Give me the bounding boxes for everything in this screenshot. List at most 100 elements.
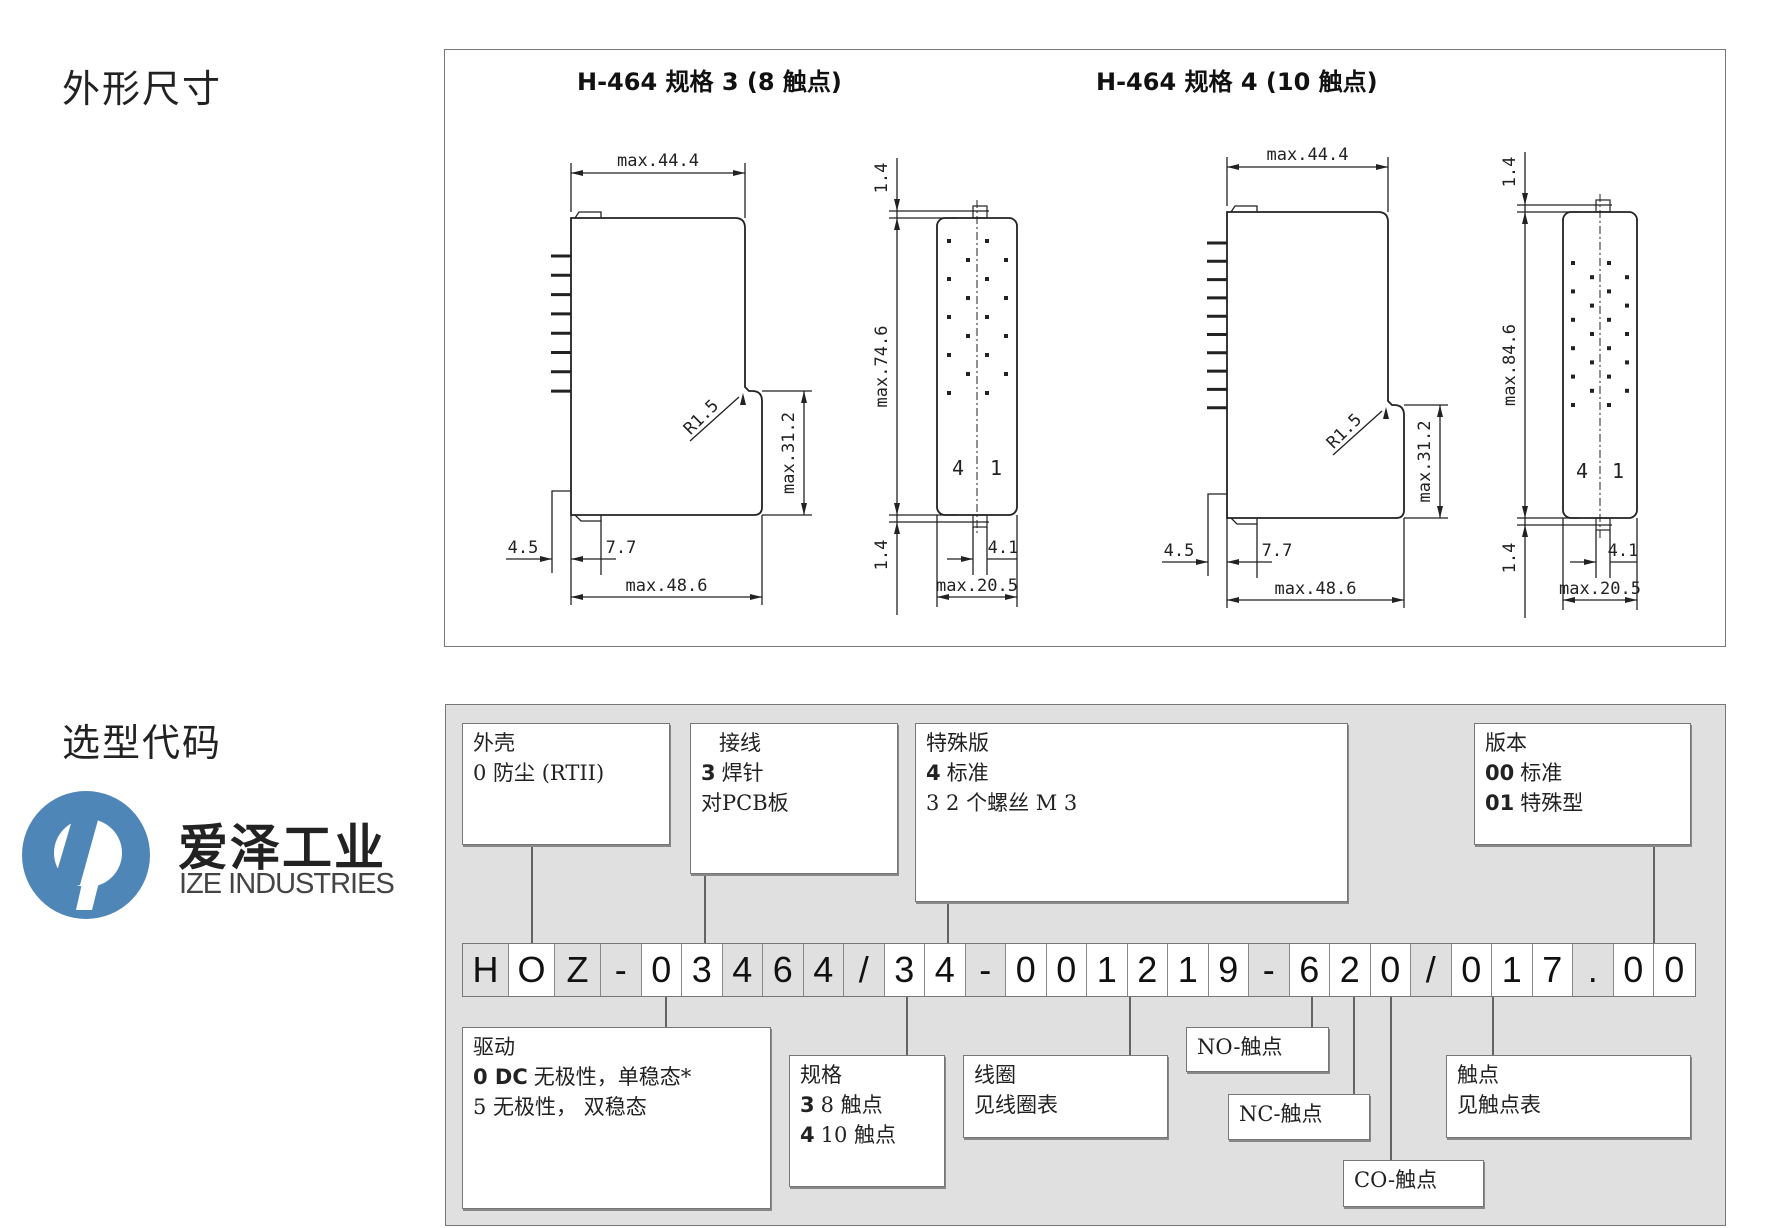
box-option: 对PCB板 bbox=[701, 788, 887, 818]
box-title: CO-触点 bbox=[1354, 1168, 1438, 1192]
arrowhead bbox=[1196, 559, 1208, 565]
dim-flange-top: 1.4 bbox=[872, 163, 892, 194]
bottom-tab bbox=[574, 514, 602, 522]
option-text: 0 防尘 (RTII) bbox=[473, 761, 605, 785]
arrowhead bbox=[1522, 212, 1528, 224]
option-text: 3 2 个螺丝 M 3 bbox=[926, 791, 1078, 815]
arrowhead bbox=[1005, 594, 1017, 600]
contact-pin-dot bbox=[1625, 275, 1629, 280]
arrowhead bbox=[1563, 597, 1575, 603]
code-char-cell: 0 bbox=[1451, 944, 1492, 996]
contact-pin-dot bbox=[1590, 303, 1594, 308]
contact-pin-dot bbox=[1590, 332, 1594, 336]
contact-pin-dot bbox=[985, 315, 989, 319]
option-text: 对PCB板 bbox=[701, 791, 789, 815]
contact-pin-dot bbox=[947, 315, 951, 319]
contact-pin-dot bbox=[966, 258, 970, 262]
dim-pin-side: 4.1 bbox=[1608, 541, 1639, 561]
dimensions-section-title: 外形尺寸 bbox=[62, 67, 223, 111]
dim-tab: 7.7 bbox=[606, 538, 637, 558]
contact-pin-dot bbox=[985, 277, 989, 281]
top-tab bbox=[574, 211, 602, 219]
dim-height: max.74.6 bbox=[872, 326, 892, 408]
contact-pin-dot bbox=[1625, 388, 1629, 393]
option-code: 0 DC bbox=[473, 1065, 528, 1089]
code-char-cell: 3 bbox=[682, 944, 723, 996]
contact-pin-dot bbox=[947, 391, 951, 395]
code-char-cell: - bbox=[1249, 944, 1290, 996]
code-char-cell: O bbox=[509, 944, 555, 996]
contact-pin-dot bbox=[947, 353, 951, 357]
arrowhead bbox=[1625, 597, 1637, 603]
code-char-cell: / bbox=[844, 944, 885, 996]
dim-width-bottom: max.48.6 bbox=[1275, 579, 1357, 599]
dim-height-notch: max.31.2 bbox=[1415, 421, 1435, 503]
top-tab bbox=[1230, 205, 1258, 213]
dim-width-top: max.44.4 bbox=[1267, 145, 1349, 165]
box-title: 驱动 bbox=[473, 1035, 515, 1059]
arrowhead bbox=[1383, 407, 1389, 419]
arrowhead bbox=[1392, 597, 1404, 603]
dim-flange-bottom: 1.4 bbox=[1500, 543, 1520, 574]
code-char-cell: 0 bbox=[1006, 944, 1047, 996]
dim-pin-offset: 4.5 bbox=[508, 538, 539, 558]
contact-pin-dot bbox=[1004, 296, 1008, 300]
code-box-coil: 线圈见线圈表 bbox=[963, 1055, 1168, 1138]
box-option: 5 无极性， 双稳态 bbox=[473, 1092, 760, 1122]
contact-pin-dot bbox=[966, 296, 970, 300]
side-tab bbox=[1595, 199, 1611, 213]
code-char-cell: 2 bbox=[1330, 944, 1371, 996]
box-title: 版本 bbox=[1485, 731, 1527, 755]
box-option: 见线圈表 bbox=[974, 1090, 1157, 1120]
contact-pin-dot bbox=[1571, 403, 1575, 407]
contact-pin-dot bbox=[966, 372, 970, 376]
arrowhead bbox=[1227, 597, 1239, 603]
box-option: 3 2 个螺丝 M 3 bbox=[926, 788, 1337, 818]
contact-pin-dot bbox=[1571, 317, 1575, 322]
relay-front-view bbox=[1226, 211, 1405, 519]
option-text: 标准 bbox=[1520, 761, 1563, 785]
box-option: 0 防尘 (RTII) bbox=[473, 758, 659, 788]
contact-pin-dot bbox=[1004, 334, 1008, 338]
bottom-tab bbox=[1230, 517, 1258, 525]
dim-depth: max.20.5 bbox=[936, 576, 1018, 596]
dim-width-top: max.44.4 bbox=[617, 151, 699, 171]
contact-pin-dot bbox=[1571, 374, 1575, 379]
arrowhead bbox=[750, 594, 762, 600]
arrowhead bbox=[1376, 164, 1388, 170]
option-text: 10 触点 bbox=[820, 1123, 897, 1147]
box-option: 见触点表 bbox=[1457, 1090, 1680, 1120]
contact-pin-dot bbox=[1590, 275, 1594, 280]
arrowhead bbox=[801, 391, 807, 403]
contact-pin-dot bbox=[1607, 346, 1611, 351]
option-text: 焊针 bbox=[721, 761, 764, 785]
box-title: 特殊版 bbox=[926, 731, 989, 755]
contact-pin-dot bbox=[1590, 388, 1594, 393]
contact-pin-dot bbox=[985, 239, 989, 243]
contact-pin-dot bbox=[1004, 258, 1008, 262]
box-title: 接线 bbox=[719, 731, 761, 755]
dim-height: max.84.6 bbox=[1500, 324, 1520, 406]
box-title: 触点 bbox=[1457, 1063, 1499, 1087]
code-section-title: 选型代码 bbox=[62, 721, 223, 765]
dim-tab: 7.7 bbox=[1262, 541, 1293, 561]
pin-label-4: 4 bbox=[952, 456, 964, 480]
arrowhead bbox=[571, 556, 583, 562]
box-title: NC-触点 bbox=[1239, 1102, 1323, 1126]
code-box-nc-contact: NC-触点 bbox=[1228, 1094, 1370, 1140]
contact-pin-dot bbox=[947, 239, 951, 243]
option-text: 无极性，单稳态* bbox=[533, 1065, 692, 1089]
contact-pin-dot bbox=[947, 277, 951, 281]
arrowhead bbox=[571, 594, 583, 600]
code-char-cell: / bbox=[1411, 944, 1452, 996]
code-char-cell: . bbox=[1573, 944, 1614, 996]
arrowhead bbox=[733, 170, 745, 176]
